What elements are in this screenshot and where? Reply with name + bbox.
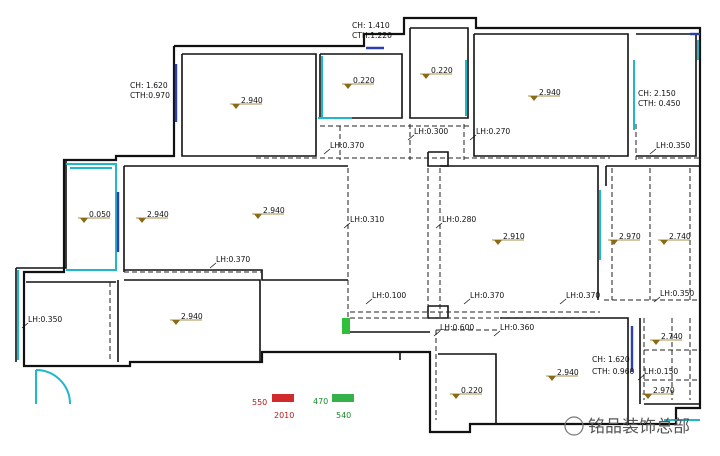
height-value: 0.050	[89, 210, 111, 219]
lh-label: LH:0.150	[644, 367, 678, 376]
lh-label: LH:0.370	[330, 141, 364, 150]
height-value: 2.940	[241, 96, 263, 105]
ch-w-2: CTH:0.970	[130, 91, 170, 100]
height-value: 2.940	[147, 210, 169, 219]
height-marker-icon	[422, 74, 430, 79]
ch-w-1: CH: 1.620	[130, 81, 168, 90]
ch-top-2: CTH:1.220	[352, 31, 392, 40]
legend-green-value: 540	[336, 411, 351, 420]
ch-top-1: CH: 1.410	[352, 21, 390, 30]
height-value: 2.940	[181, 312, 203, 321]
height-marker-icon	[172, 320, 180, 325]
height-value: 2.940	[557, 368, 579, 377]
legend: 550 2010 470 540	[252, 394, 354, 420]
height-value: 2.940	[539, 88, 561, 97]
lh-label: LH:0.310	[350, 215, 384, 224]
height-marker-icon	[138, 218, 146, 223]
height-value: 2.970	[653, 386, 675, 395]
lh-label: LH:0.350	[660, 289, 694, 298]
lh-label: LH:0.370	[216, 255, 250, 264]
ch-e-1: CH: 2.150	[638, 89, 676, 98]
legend-red-swatch	[272, 394, 294, 402]
legend-green-swatch	[332, 394, 354, 402]
height-marker-icon	[494, 240, 502, 245]
height-marker-icon	[652, 340, 660, 345]
height-value: 0.220	[353, 76, 375, 85]
lh-label: LH:0.370	[566, 291, 600, 300]
legend-left-value: 550	[252, 398, 267, 407]
door-posts	[116, 32, 700, 372]
ceiling-dash-lines	[109, 124, 700, 420]
height-marker-icon	[548, 376, 556, 381]
lh-label: LH:0.100	[372, 291, 406, 300]
ch-e-2: CTH: 0.450	[638, 99, 681, 108]
legend-mid-value: 470	[313, 397, 328, 406]
height-marker-icon	[610, 240, 618, 245]
inner-walls	[26, 27, 700, 424]
windows	[17, 40, 700, 421]
ch-s-2: CTH: 0.960	[592, 367, 635, 376]
height-marker-icon	[530, 96, 538, 101]
outer-walls	[15, 16, 702, 434]
lh-label: LH:0.270	[476, 127, 510, 136]
height-value: 2.940	[263, 206, 285, 215]
height-marker-icon	[80, 218, 88, 223]
lh-label: LH:0.370	[470, 291, 504, 300]
lh-label: LH:0.300	[414, 127, 448, 136]
legend-red-value: 2010	[274, 411, 294, 420]
lh-label: LH:0.350	[28, 315, 62, 324]
height-value: 2.910	[503, 232, 525, 241]
lh-label: LH:0.360	[500, 323, 534, 332]
height-marker-icon	[660, 240, 668, 245]
height-marker-icon	[344, 84, 352, 89]
height-marker-icon	[644, 394, 652, 399]
lh-label: LH:0.280	[442, 215, 476, 224]
watermark-text: 铭品装饰总部	[588, 417, 690, 437]
watermark: 铭品装饰总部	[564, 416, 690, 437]
lh-label: LH:0.350	[656, 141, 690, 150]
lh-label: LH:0.600	[440, 323, 474, 332]
height-markers: 2.940 0.220 0.220 2.940 0.050 2.940 2.940 2.910…	[78, 66, 691, 399]
height-marker-icon	[232, 104, 240, 109]
wechat-icon	[564, 416, 584, 436]
height-value: 0.220	[431, 66, 453, 75]
height-value: 0.220	[461, 386, 483, 395]
height-value: 2.740	[661, 332, 683, 341]
height-marker-icon	[254, 214, 262, 219]
height-value: 2.970	[619, 232, 641, 241]
height-marker-icon	[452, 394, 460, 399]
height-value: 2.740	[669, 232, 691, 241]
ch-s-1: CH: 1.620	[592, 355, 630, 364]
green-marker	[342, 318, 350, 334]
